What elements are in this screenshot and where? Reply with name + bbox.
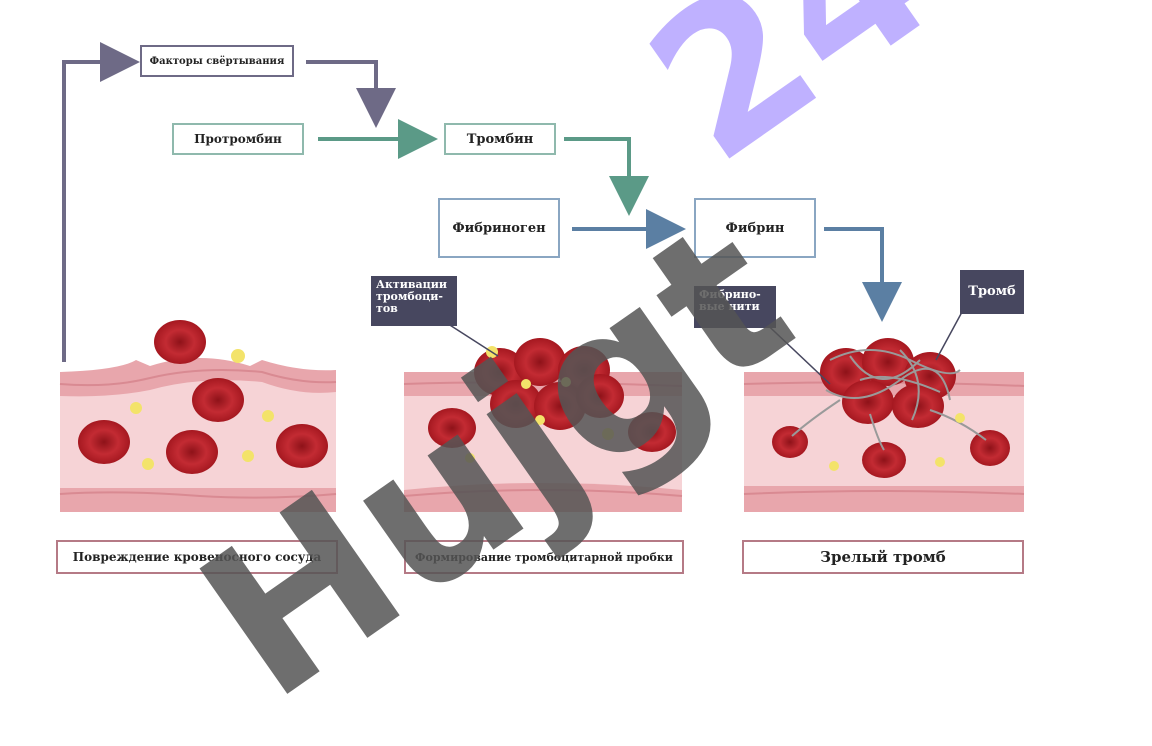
- platelet-plug-illustration: [403, 338, 683, 512]
- diagram-canvas: [59, 42, 1025, 512]
- stage-plug-caption: Формирование тромбоцитарной пробки: [404, 540, 684, 574]
- fibrin-label: Фибрин: [725, 220, 785, 236]
- arrow-damage-to-factors: [62, 42, 140, 362]
- stage-mature-label: Зрелый тромб: [820, 548, 946, 566]
- arrow-thrombin-to-fibrin: [564, 137, 649, 216]
- fibrinogen-label: Фибриноген: [452, 220, 546, 236]
- thrombus-callout: Тромб: [960, 270, 1024, 314]
- prothrombin-box: Протромбин: [172, 123, 304, 155]
- thrombus-label: Тромб: [968, 284, 1016, 299]
- arrow-fibrin-to-thrombus: [824, 227, 902, 322]
- mature-thrombus-illustration: [743, 338, 1025, 512]
- coagulation-factors-label: Факторы свёртывания: [149, 55, 285, 67]
- thrombin-label: Тромбин: [466, 131, 534, 147]
- stage-mature-caption: Зрелый тромб: [742, 540, 1024, 574]
- fibrinogen-box: Фибриноген: [438, 198, 560, 258]
- fibrin-threads-callout: Фибрино-вые нити: [694, 286, 776, 328]
- prothrombin-label: Протромбин: [194, 132, 282, 146]
- leader-platelet-activation: [441, 319, 499, 357]
- stage-plug-label: Формирование тромбоцитарной пробки: [415, 550, 673, 564]
- fibrin-threads-label: Фибрино-вые нити: [699, 288, 761, 313]
- coagulation-factors-box: Факторы свёртывания: [140, 45, 294, 77]
- platelet-activation-callout: Активации тромбоци-тов: [371, 276, 457, 326]
- vessel-damage-illustration: [59, 320, 337, 512]
- thrombin-box: Тромбин: [444, 123, 556, 155]
- stage-damage-label: Повреждение кровеносного сосуда: [72, 550, 322, 564]
- arrow-factors-to-prothrombin: [306, 60, 396, 128]
- platelet-activation-label: Активации тромбоци-тов: [376, 278, 448, 315]
- stage-damage-caption: Повреждение кровеносного сосуда: [56, 540, 338, 574]
- fibrin-box: Фибрин: [694, 198, 816, 258]
- leader-thrombus: [935, 311, 963, 361]
